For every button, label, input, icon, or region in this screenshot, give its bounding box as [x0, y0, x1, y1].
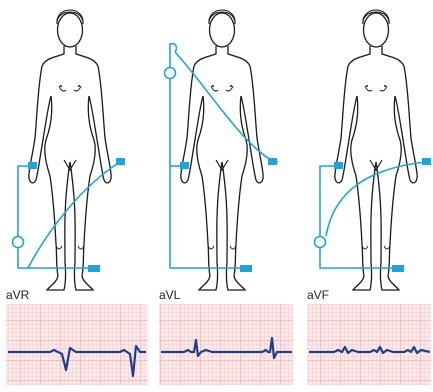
- electrode-circle-icon: [315, 237, 326, 248]
- wrist-electrode-right: [180, 162, 189, 169]
- lead-wire-avr: [28, 162, 120, 268]
- figure-avf: [315, 10, 432, 290]
- lead-label-avl: aVL: [159, 289, 180, 301]
- human-body-outline-icon: [181, 10, 263, 290]
- lead-label-avf: aVF: [307, 289, 329, 301]
- electrode-circle-icon: [13, 237, 24, 248]
- wrist-electrode-right: [334, 162, 343, 169]
- lead-wire-avf: [326, 162, 426, 236]
- electrode-circle-icon: [165, 68, 176, 79]
- wrist-electrode-right: [28, 162, 37, 169]
- human-body-outline-icon: [29, 10, 111, 290]
- figure-avr: [13, 10, 126, 290]
- wrist-electrode-left: [422, 158, 431, 165]
- lead-label-avr: aVR: [6, 289, 29, 301]
- lead-wire-avl: [175, 52, 278, 162]
- human-body-outline-icon: [335, 10, 417, 290]
- ecg-strip-avl: [159, 304, 293, 385]
- ankle-electrode-left: [240, 265, 252, 272]
- wrist-electrode-left: [268, 158, 277, 165]
- ankle-electrode-left: [88, 265, 100, 272]
- ankle-electrode-left: [392, 265, 404, 272]
- figure-avl: [165, 10, 279, 290]
- ecg-strip-avr: [6, 304, 148, 385]
- ecg-strip-avf: [307, 304, 431, 385]
- wrist-electrode-left: [116, 158, 125, 165]
- lead-wire-avr-ra: [18, 166, 32, 236]
